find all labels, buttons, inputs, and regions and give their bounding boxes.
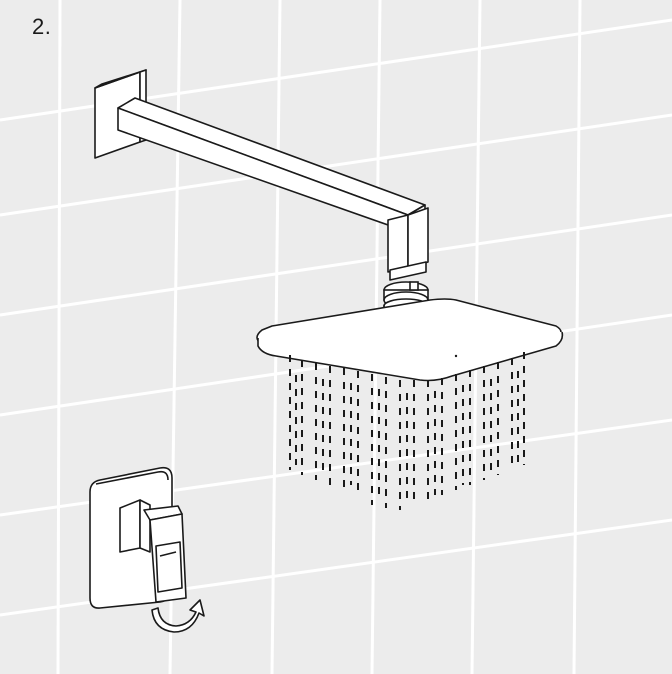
rotate-arrow-icon <box>151 599 205 633</box>
shower-head-icon <box>256 298 564 382</box>
step-number: 2. <box>32 14 52 39</box>
water-drops-icon <box>289 352 525 510</box>
shower-arm-icon <box>94 69 429 281</box>
mixer-valve-icon <box>89 466 187 609</box>
